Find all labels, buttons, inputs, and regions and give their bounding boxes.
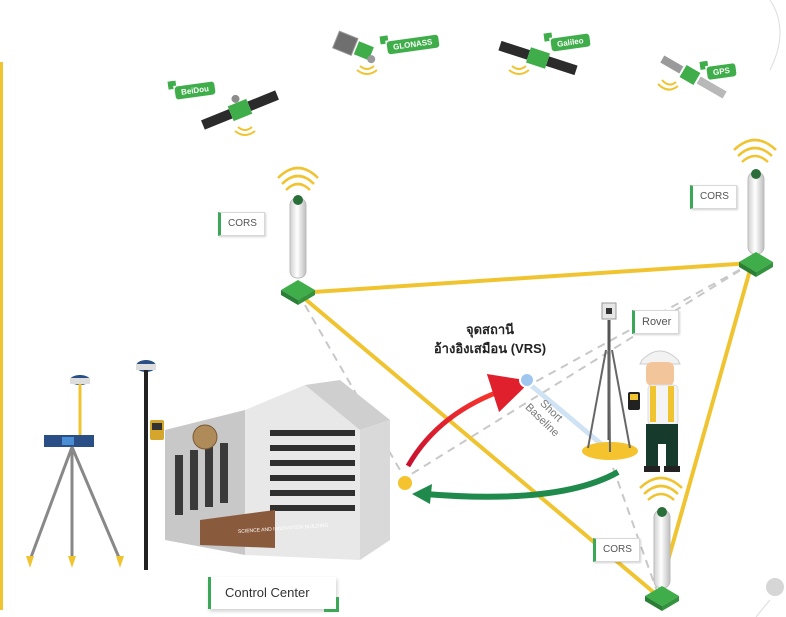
cors-station-top-right <box>733 138 777 277</box>
decor-dot <box>766 578 784 596</box>
cors-label-bottom: CORS <box>593 538 640 562</box>
satellite-beidou <box>201 90 279 130</box>
rtk-base-tripod <box>26 375 124 568</box>
downlink-arrow <box>424 469 620 500</box>
left-accent-bar <box>0 62 3 610</box>
signal-waves-glonass <box>356 65 378 75</box>
cors-station-top-left <box>277 166 319 305</box>
vrs-title: จุดสถานี อ้างอิงเสมือน (VRS) <box>415 320 565 358</box>
downlink-arrow-head <box>412 484 432 504</box>
pole-rover <box>136 360 164 570</box>
signal-waves-galileo <box>508 65 530 75</box>
signal-waves-gps <box>657 79 679 91</box>
control-center-point <box>396 474 414 492</box>
control-center-building <box>165 380 390 560</box>
control-center-label: Control Center <box>208 577 339 612</box>
satellite-gps <box>660 55 727 99</box>
decor-arc-bottom <box>755 599 771 617</box>
uplink-arrow <box>405 374 532 468</box>
satellite-glonass <box>332 30 376 64</box>
decor-arc-top <box>769 0 781 71</box>
surveyor-person <box>628 350 681 472</box>
cors-label-top-left: CORS <box>218 212 265 236</box>
rover-label: Rover <box>632 310 680 334</box>
signal-waves-beidou <box>234 126 256 136</box>
vrs-point <box>519 372 535 388</box>
rover-tripod <box>582 302 638 460</box>
vrs-title-line2: อ้างอิงเสมือน (VRS) <box>433 341 547 356</box>
short-baseline-line <box>525 380 608 450</box>
vrs-title-line1: จุดสถานี <box>465 322 515 337</box>
satellite-galileo <box>498 40 578 76</box>
cors-label-top-right: CORS <box>690 185 737 209</box>
cors-station-bottom <box>639 476 683 611</box>
